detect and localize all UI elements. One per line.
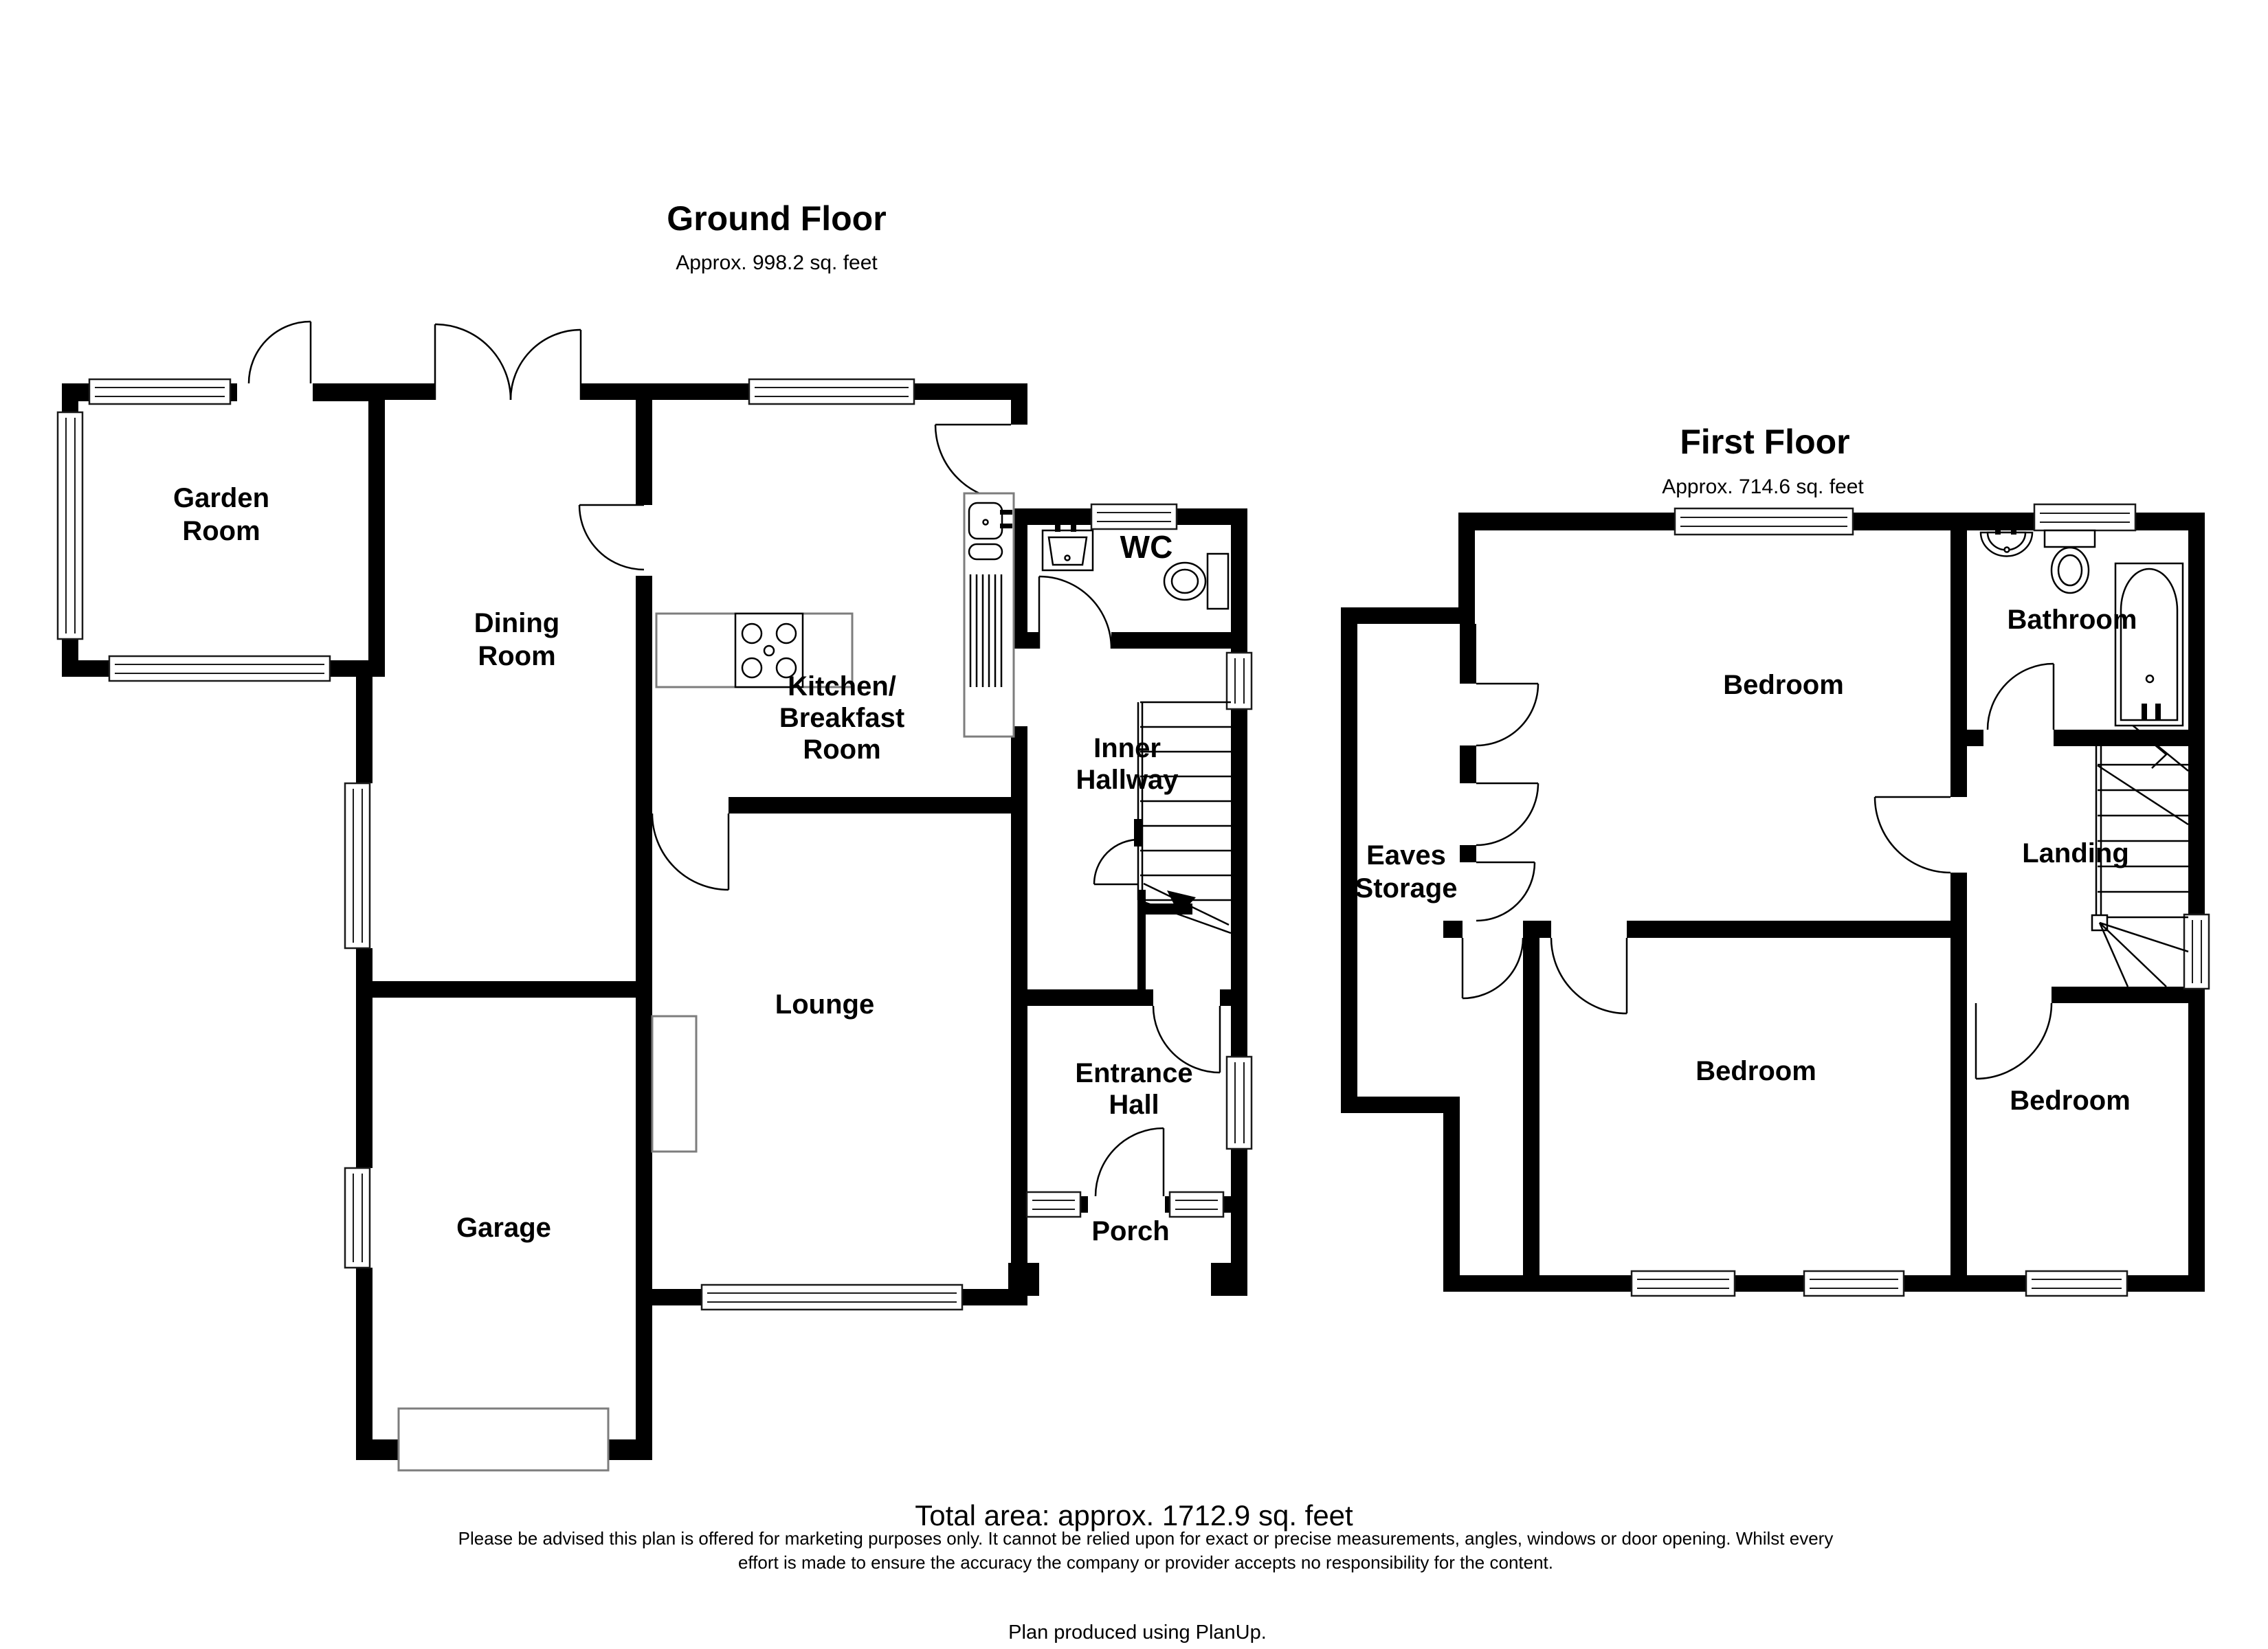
bedroom-right-door bbox=[1975, 1002, 2053, 1080]
first-floor-title: First Floor bbox=[1680, 423, 1849, 461]
room-label-landing: Landing bbox=[2022, 838, 2129, 868]
inner-hallway-right-window bbox=[1225, 651, 1253, 710]
room-label-garage: Garage bbox=[456, 1213, 551, 1243]
garden-room-walls bbox=[62, 383, 385, 677]
first-floor-walls bbox=[1341, 513, 2205, 1292]
stairs-bottom-door bbox=[1093, 838, 1139, 886]
first-floor-doors bbox=[1461, 662, 2055, 1080]
entrance-hallway-door bbox=[1152, 1005, 1221, 1074]
bathroom-door bbox=[1986, 662, 2055, 730]
eaves-cupboard-door-1 bbox=[1476, 682, 1539, 747]
bedroom-middle-window-1 bbox=[1630, 1270, 1736, 1297]
lounge-front-window bbox=[700, 1283, 964, 1311]
room-label-bedroom-right: Bedroom bbox=[2010, 1086, 2131, 1116]
garden-room-top-window bbox=[88, 378, 232, 405]
bedroom-middle-door bbox=[1550, 937, 1628, 1015]
stairs-break-line bbox=[2097, 721, 2189, 826]
kitchen-sink-unit bbox=[963, 492, 1015, 738]
garden-room-left-window bbox=[56, 411, 84, 640]
kitchen-counter-stove bbox=[655, 612, 854, 688]
front-door bbox=[1094, 1127, 1165, 1197]
wc-fixtures bbox=[1041, 517, 1230, 610]
ground-doors bbox=[247, 320, 1221, 1197]
room-label-wc: WC bbox=[1120, 529, 1173, 565]
dining-kitchen-door bbox=[578, 504, 645, 571]
wc-toilet-icon bbox=[1163, 552, 1230, 610]
ground-stairs bbox=[1134, 701, 1232, 934]
garden-room-bottom-window bbox=[108, 655, 331, 682]
room-label-bedroom-top: Bedroom bbox=[1723, 670, 1844, 700]
landing-stairs bbox=[2091, 721, 2189, 987]
kitchen-side-door bbox=[934, 423, 1012, 502]
ground-floor-title: Ground Floor bbox=[667, 199, 886, 238]
chimney-breast bbox=[651, 1015, 698, 1153]
disclaimer-line-2: effort is made to ensure the accuracy th… bbox=[738, 1552, 1553, 1573]
bedroom-middle-window-2 bbox=[1803, 1270, 1905, 1297]
garage-left-window bbox=[344, 1167, 371, 1269]
total-area-text: Total area: approx. 1712.9 sq. feet bbox=[915, 1499, 1353, 1532]
porch-left-window bbox=[1025, 1191, 1082, 1218]
ground-floor-plan: Ground Floor Approx. 998.2 sq. feet Gard… bbox=[56, 199, 1253, 1472]
bath-tub-icon bbox=[2114, 562, 2184, 727]
kitchen-top-window bbox=[748, 378, 915, 405]
bedroom-right-window bbox=[2025, 1270, 2128, 1297]
bathroom-fixtures bbox=[1979, 519, 2184, 727]
footer: Total area: approx. 1712.9 sq. feet Plea… bbox=[458, 1499, 1834, 1644]
room-label-bedroom-middle: Bedroom bbox=[1696, 1056, 1816, 1086]
wc-door bbox=[1038, 575, 1113, 649]
wc-basin-icon bbox=[1041, 517, 1094, 572]
kitchen-lounge-door bbox=[651, 813, 730, 891]
bedroom-top-door bbox=[1874, 796, 1951, 874]
dining-room-left-window bbox=[344, 782, 371, 950]
entrance-hall-right-window bbox=[1225, 1055, 1253, 1150]
bathroom-window bbox=[2033, 503, 2137, 532]
planup-credit: Plan produced using PlanUp. bbox=[1008, 1622, 1267, 1644]
first-floor-windows bbox=[1630, 503, 2210, 1297]
eaves-cupboard-door-3 bbox=[1476, 861, 1536, 922]
disclaimer-line-1: Please be advised this plan is offered f… bbox=[458, 1528, 1834, 1549]
porch-right-window bbox=[1168, 1191, 1225, 1218]
bedroom-top-window bbox=[1674, 507, 1854, 536]
left-room-door bbox=[1461, 937, 1524, 1000]
ground-floor-area: Approx. 998.2 sq. feet bbox=[676, 251, 878, 274]
room-label-porch: Porch bbox=[1091, 1216, 1169, 1246]
newel-post bbox=[1134, 819, 1142, 846]
dining-french-doors bbox=[434, 323, 582, 401]
bathroom-toilet-icon bbox=[2043, 529, 2096, 594]
drainer-lines bbox=[969, 574, 1003, 687]
garage-door bbox=[397, 1407, 610, 1472]
room-label-lounge: Lounge bbox=[775, 989, 874, 1020]
ground-windows bbox=[56, 378, 1253, 1311]
drainer bbox=[968, 543, 1003, 561]
first-floor-area: Approx. 714.6 sq. feet bbox=[1662, 475, 1864, 498]
wc-window bbox=[1090, 503, 1178, 530]
bathroom-basin-icon bbox=[1979, 519, 2034, 557]
stairs-direction-arrow bbox=[1143, 882, 1230, 926]
first-floor-plan: First Floor Approx. 714.6 sq. feet Eaves… bbox=[1341, 423, 2210, 1297]
eaves-cupboard-door-2 bbox=[1476, 782, 1539, 846]
room-label-bathroom: Bathroom bbox=[2008, 605, 2137, 635]
garden-room-external-door bbox=[247, 320, 312, 384]
